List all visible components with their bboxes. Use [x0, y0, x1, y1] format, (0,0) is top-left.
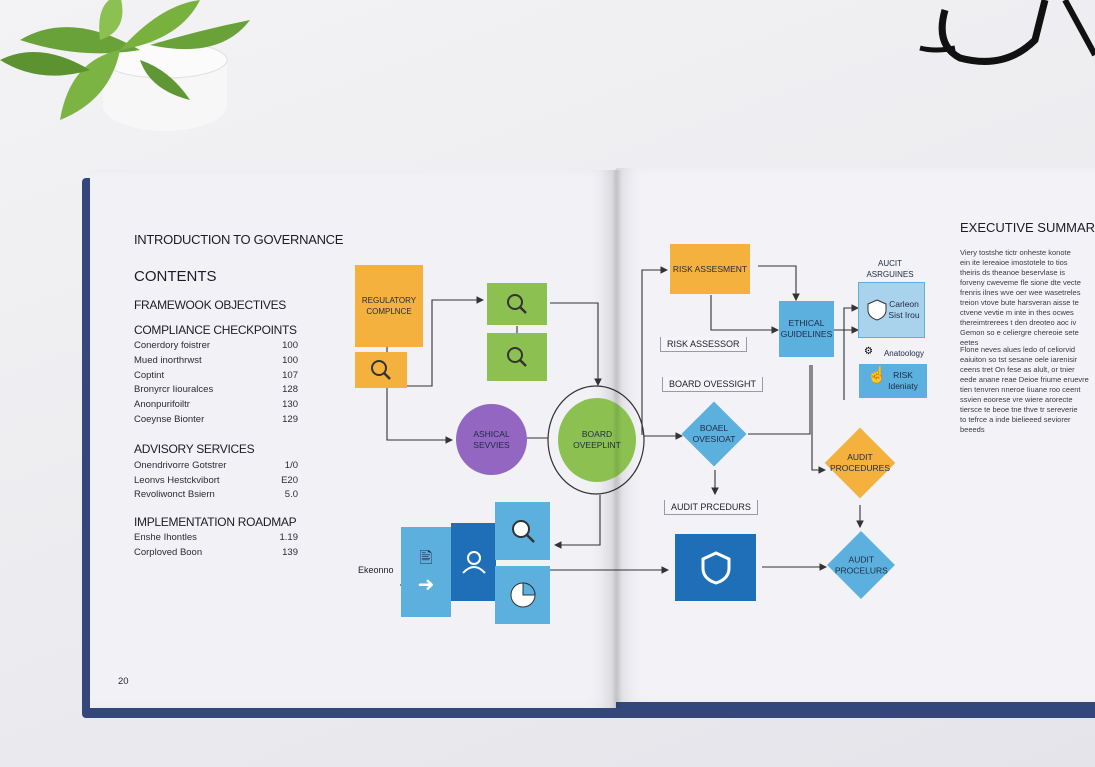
- risk-identity-box: ☝ RISK Ideniaty: [859, 364, 927, 398]
- plant-icon: [0, 0, 250, 131]
- toc-item-page: 5.0: [284, 489, 298, 500]
- ethical-services-circle: ASHICAL SEVVIES: [456, 404, 527, 475]
- shield-icon: [867, 299, 887, 321]
- executive-summary-heading: EXECUTIVE SUMMARY: [960, 220, 1095, 235]
- anatology-label: Anatoology: [883, 348, 924, 358]
- search-icon: [487, 283, 547, 325]
- toc-item-label: Coeynse Bionter: [134, 414, 205, 425]
- section-heading: COMPLIANCE CHECKPOINTS: [134, 323, 297, 337]
- contents-heading: CONTENTS: [134, 268, 217, 285]
- glasses-icon: [919, 0, 1095, 65]
- section-heading: IMPLEMENTATION ROADMAP: [134, 515, 297, 529]
- toc-item-page: 100: [282, 355, 298, 366]
- hand-icon: ☝: [867, 367, 887, 384]
- search-icon: [487, 333, 547, 381]
- toc-item-label: Corploved Boon: [134, 547, 203, 558]
- ethical-guidelines-box: ETHICAL GUIDELINES: [779, 301, 834, 357]
- risk-assessor-label: RISK ASSESSOR: [660, 337, 747, 352]
- risk-assessment-box: RISK ASSESMENT: [670, 244, 750, 294]
- toc-item-label: Conerdory foistrer: [134, 340, 211, 351]
- regulatory-compliance-box: REGULATORY COMPLNCE: [355, 265, 423, 347]
- spine-shadow: [612, 170, 622, 708]
- toc-item-label: Revoliwonct Bsiern: [134, 489, 215, 500]
- toc-item-label: Enshe Ihontles: [134, 532, 197, 543]
- process-box: 🖹 ➜: [401, 527, 451, 617]
- search-icon: [495, 502, 550, 560]
- toc-item-page: 129: [282, 414, 298, 425]
- pie-chart-icon: [495, 566, 550, 624]
- toc-item-page: 1/0: [284, 460, 298, 471]
- toc-item-page: 130: [282, 399, 298, 410]
- shield-icon: [675, 534, 756, 601]
- toc-item-page: 139: [282, 547, 298, 558]
- toc-item-page: 1.19: [279, 532, 299, 543]
- arrow-right-icon: ➜: [417, 574, 435, 596]
- document-icon: 🖹: [419, 550, 433, 567]
- glasses-decoration: [915, 0, 1095, 100]
- audit-procedures-label: AUDIT PRCEDURS: [664, 500, 758, 515]
- toc-item-page: 107: [282, 370, 298, 381]
- toc-item-label: Bronyrcr Iiouralces: [134, 384, 214, 395]
- user-icon: [451, 523, 496, 601]
- board-oversight-label: BOARD OVESSIGHT: [662, 377, 764, 392]
- section-heading: ADVISORY SERVICES: [134, 442, 255, 456]
- toc-item-page: 128: [282, 384, 298, 395]
- toc-item-label: Coptint: [134, 370, 165, 381]
- toc-item-page: 100: [282, 340, 298, 351]
- settings-icon: ⚙: [864, 346, 873, 357]
- left-cluster-label: Ekeonno: [358, 565, 394, 575]
- page-number: 20: [118, 676, 129, 687]
- board-oversight-circle: BOARD OVEEPLINT: [558, 398, 636, 482]
- toc-item-label: Mued inorthrwst: [134, 355, 202, 366]
- search-icon: [355, 352, 407, 388]
- toc-item-label: Anonpurifoiltr: [134, 399, 190, 410]
- audit-label: AUCIT ASRGUINES: [866, 259, 914, 279]
- section-heading: FRAMEWOOK OBJECTIVES: [134, 298, 287, 312]
- plant-decoration: [0, 0, 260, 140]
- page-title: INTRODUCTION TO GOVERNANCE: [134, 232, 344, 247]
- toc-item-label: Onendrivorre Gotstrer: [134, 460, 227, 471]
- toc-item-page: E20: [281, 475, 298, 486]
- carleon-box: Carleon Sist Irou: [858, 282, 925, 338]
- toc-item-label: Leonvs Hestckvibort: [134, 475, 220, 486]
